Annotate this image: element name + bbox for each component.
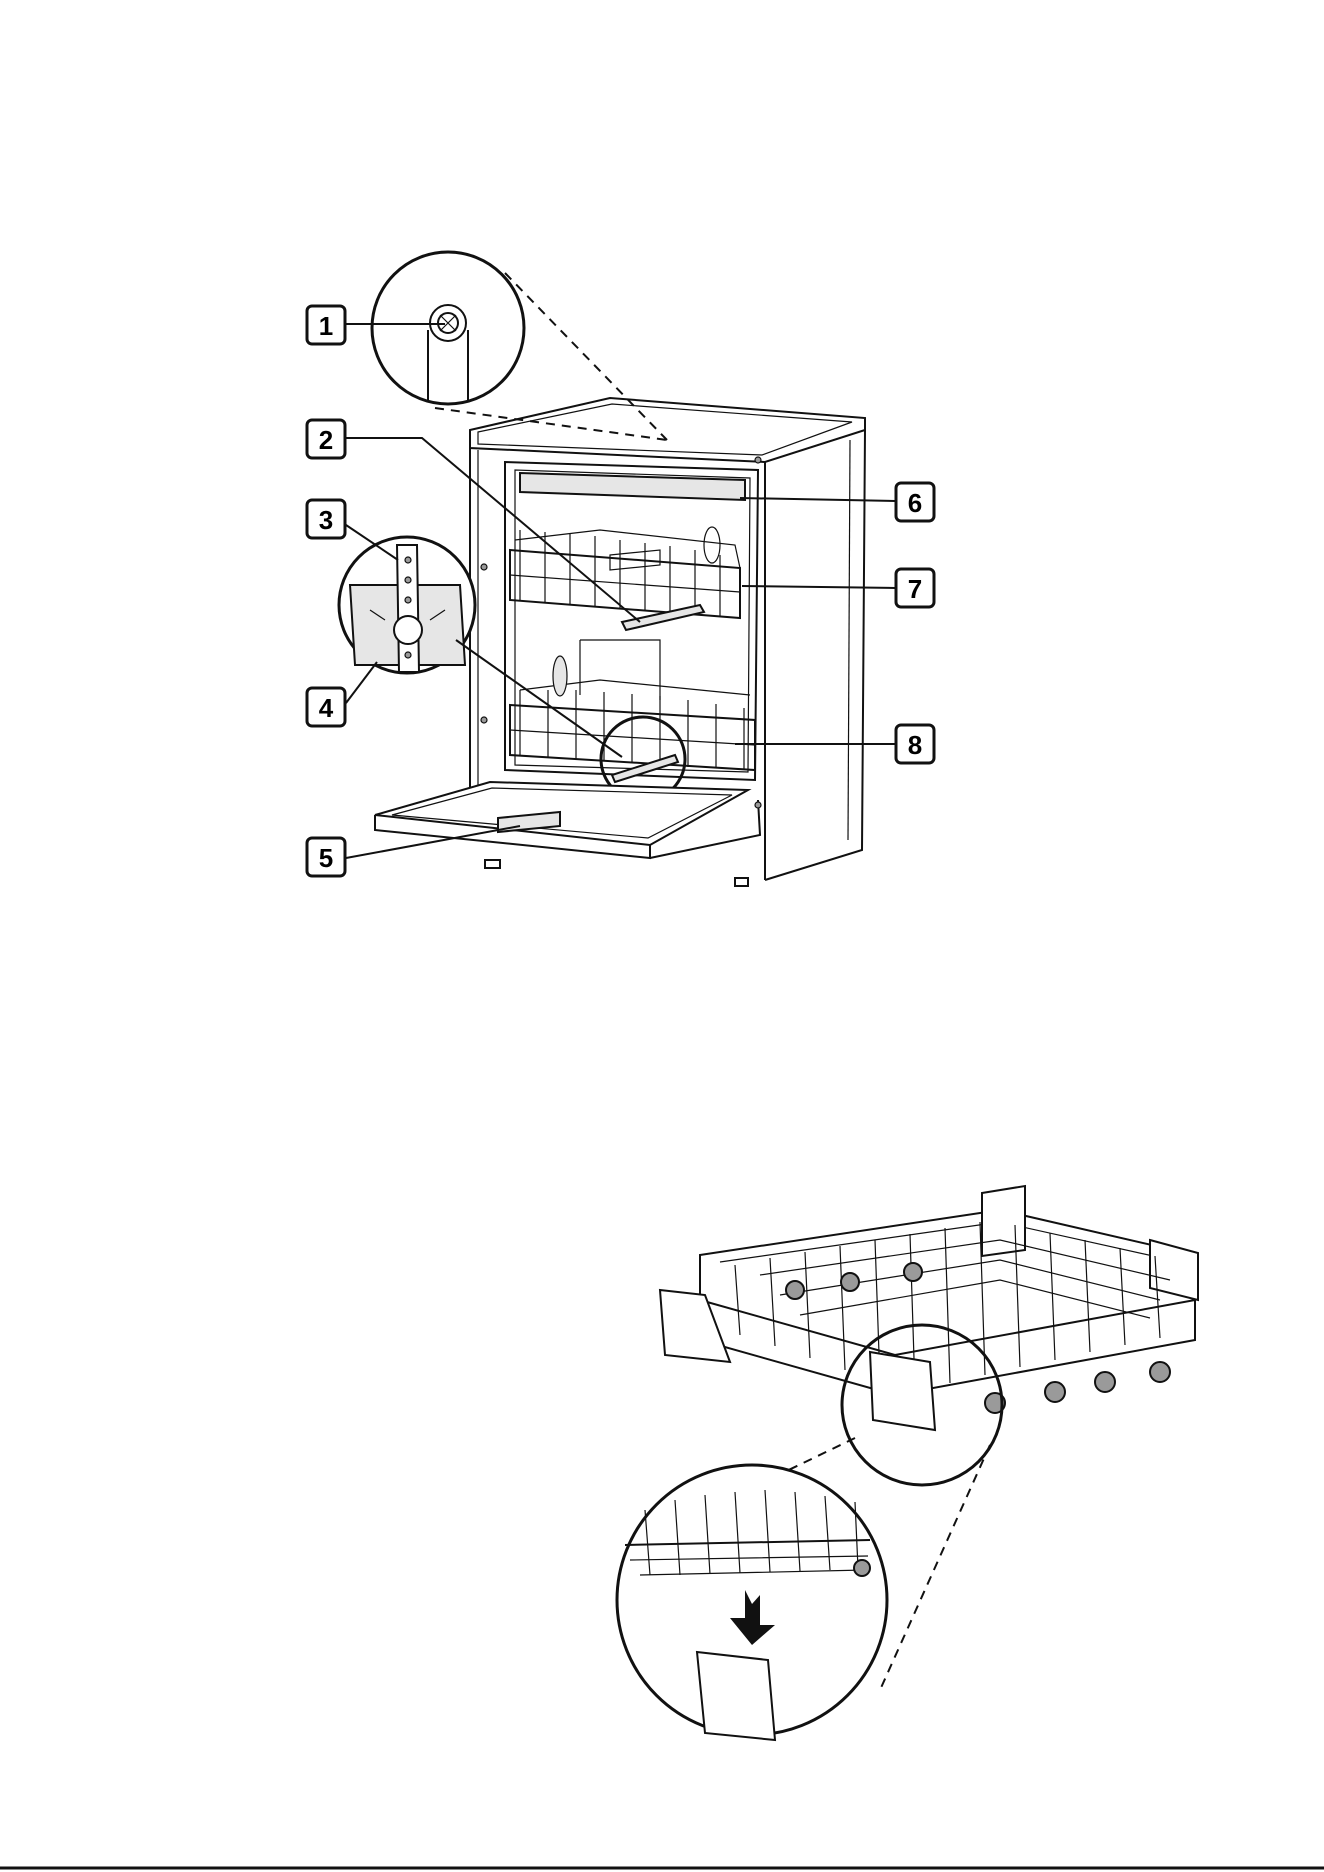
basket-detail-circle xyxy=(617,1465,887,1740)
callout-6-label: 6 xyxy=(908,488,922,518)
detail-circle-spray-arm xyxy=(339,537,475,673)
callout-6: 6 xyxy=(896,483,934,521)
detail-circle-filter-top xyxy=(372,252,524,404)
upper-basket xyxy=(510,530,740,618)
callout-4: 4 xyxy=(307,688,345,726)
callout-3: 3 xyxy=(307,500,345,538)
callout-5-label: 5 xyxy=(319,843,333,873)
callout-1: 1 xyxy=(307,306,345,344)
callout-8-label: 8 xyxy=(908,730,922,760)
dishwasher-door xyxy=(375,782,760,858)
callout-7: 7 xyxy=(896,569,934,607)
callout-4-label: 4 xyxy=(319,693,334,723)
callout-3-label: 3 xyxy=(319,505,333,535)
callout-1-label: 1 xyxy=(319,311,333,341)
callout-7-label: 7 xyxy=(908,574,922,604)
basket-illustration xyxy=(660,1186,1198,1485)
callout-2-label: 2 xyxy=(319,425,333,455)
callout-8: 8 xyxy=(896,725,934,763)
callout-5: 5 xyxy=(307,838,345,876)
callout-2: 2 xyxy=(307,420,345,458)
